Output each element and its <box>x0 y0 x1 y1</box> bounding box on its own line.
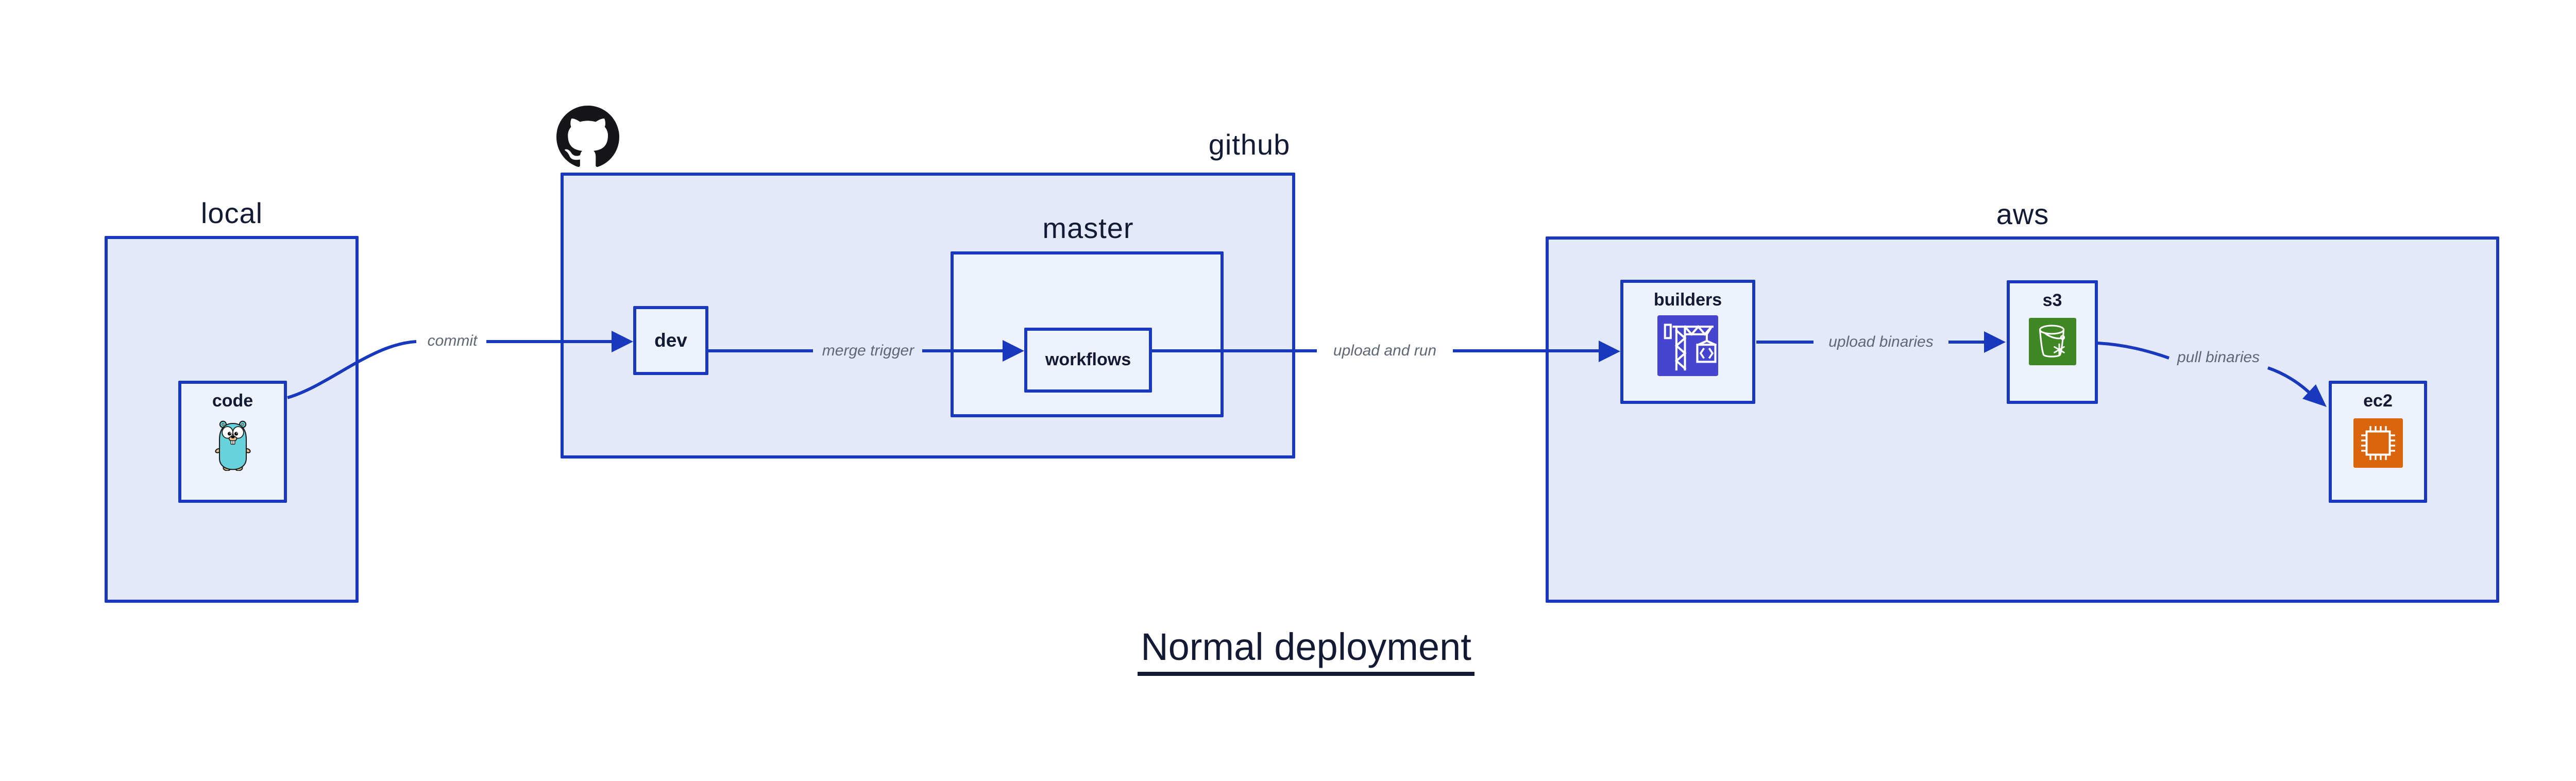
go-gopher-icon <box>213 416 253 473</box>
node-workflows: workflows <box>1024 328 1152 393</box>
node-s3-label: s3 <box>2042 291 2062 310</box>
node-builders: builders <box>1620 280 1755 404</box>
edge-label-pull-binaries: pull binaries <box>2177 349 2260 366</box>
s3-glacier-bucket-icon <box>2028 318 2076 368</box>
node-code-label: code <box>212 391 253 411</box>
node-dev-label: dev <box>654 329 687 351</box>
diagram-title: Normal deployment <box>1048 626 1564 676</box>
edge-label-upload-binaries: upload binaries <box>1828 333 1934 350</box>
node-ec2: ec2 <box>2329 381 2427 503</box>
master-group-label: master <box>1042 212 1134 244</box>
ec2-chip-icon <box>2353 418 2403 470</box>
node-ec2-label: ec2 <box>2363 391 2393 411</box>
github-octocat-icon <box>556 106 619 168</box>
aws-group-label: aws <box>1996 198 2049 230</box>
node-code: code <box>178 381 287 503</box>
node-s3: s3 <box>2007 280 2098 404</box>
local-group-label: local <box>200 197 263 229</box>
node-workflows-label: workflows <box>1045 350 1131 370</box>
edge-label-merge-trigger: merge trigger <box>822 342 914 359</box>
node-dev: dev <box>633 306 708 375</box>
aws-codebuild-crane-icon <box>1657 315 1719 379</box>
diagram-title-text: Normal deployment <box>1138 626 1475 676</box>
edge-label-upload-and-run: upload and run <box>1333 342 1437 359</box>
github-group-label: github <box>1208 128 1291 161</box>
edge-label-commit: commit <box>427 332 478 349</box>
node-builders-label: builders <box>1653 290 1722 310</box>
